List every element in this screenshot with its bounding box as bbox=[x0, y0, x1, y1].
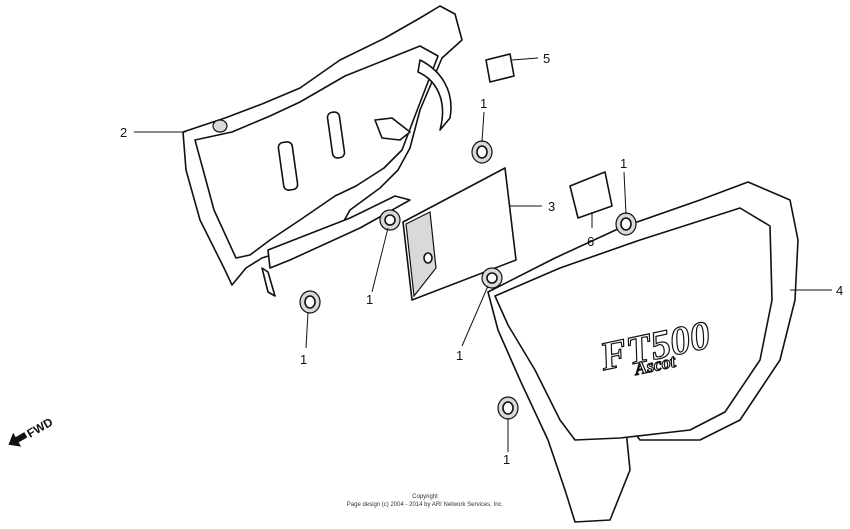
callout-1-d: 1 bbox=[456, 348, 463, 363]
callout-1-c: 1 bbox=[620, 156, 627, 171]
copyright-line-1: Copyright bbox=[412, 494, 438, 500]
part-2-left-side-cover bbox=[182, 5, 463, 297]
callout-1-e: 1 bbox=[300, 352, 307, 367]
callout-1-f: 1 bbox=[503, 452, 510, 467]
leader-lines bbox=[134, 57, 832, 452]
forward-arrow-icon bbox=[8, 432, 28, 447]
callout-4: 4 bbox=[836, 283, 843, 298]
part-5-sticker bbox=[485, 53, 515, 83]
copyright-line-2: Page design (c) 2004 - 2014 by ARI Netwo… bbox=[347, 502, 504, 508]
part-4-right-side-cover: FT500 Ascot bbox=[487, 181, 799, 523]
callout-2: 2 bbox=[120, 125, 127, 140]
callout-6: 6 bbox=[587, 234, 594, 249]
forward-label: FWD bbox=[25, 415, 56, 441]
callout-5: 5 bbox=[543, 51, 550, 66]
part-1-grommets bbox=[299, 140, 637, 420]
callout-1-b: 1 bbox=[366, 292, 373, 307]
part-3-plate bbox=[402, 167, 517, 301]
callout-3: 3 bbox=[548, 199, 555, 214]
forward-indicator: FWD bbox=[8, 415, 56, 447]
part-6-sticker bbox=[569, 171, 613, 219]
callout-1-a: 1 bbox=[480, 96, 487, 111]
